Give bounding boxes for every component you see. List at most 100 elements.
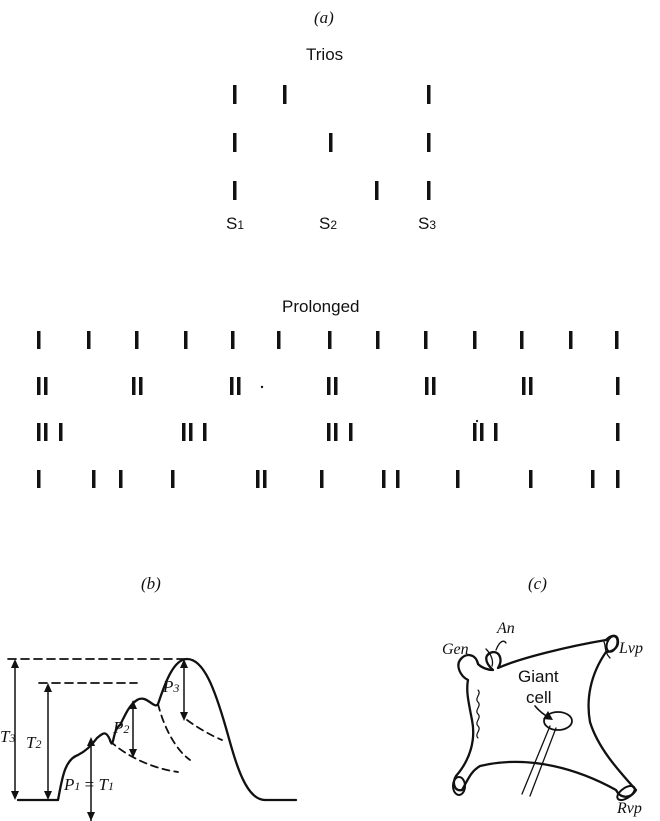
spike-mark: [494, 423, 498, 441]
spike-mark: [456, 470, 460, 488]
label-t3: T3: [0, 727, 16, 746]
spike-mark: [591, 470, 595, 488]
decay-curve-1: [109, 740, 179, 773]
spike-mark: [132, 377, 136, 395]
spike-mark: [520, 331, 524, 349]
spike-mark: [327, 377, 331, 395]
label-p3: P3: [163, 677, 180, 696]
spike-mark: [256, 470, 260, 488]
spike-mark: [375, 181, 379, 200]
spike-mark: [171, 470, 175, 488]
spike-mark: [425, 377, 429, 395]
spike-mark: [480, 423, 484, 441]
spike-mark: [119, 470, 123, 488]
spike-mark: [616, 423, 620, 441]
spike-mark: [230, 377, 234, 395]
spike-mark: [184, 331, 188, 349]
speck-mark: [475, 419, 479, 423]
decay-curve-3: [186, 719, 223, 741]
label-giant: Giant: [518, 667, 559, 686]
spike-mark: [334, 377, 338, 395]
spike-mark: [37, 470, 41, 488]
spike-mark: [569, 331, 573, 349]
spike-mark: [424, 331, 428, 349]
spike-mark: [376, 331, 380, 349]
panel-c-label: (c): [528, 574, 547, 593]
spike-mark: [328, 331, 332, 349]
left-stump: [452, 776, 466, 796]
gen-pointer: [485, 648, 494, 667]
spike-mark: [44, 423, 48, 441]
trios-title: Trios: [306, 45, 344, 64]
an-pointer: [495, 640, 507, 651]
electrode: [529, 727, 557, 797]
spike-mark: [92, 470, 96, 488]
spike-mark: [616, 470, 620, 488]
spike-mark: [87, 331, 91, 349]
spike-mark: [320, 470, 324, 488]
electrode: [521, 725, 551, 795]
spike-mark: [427, 85, 431, 104]
spike-mark: [203, 423, 207, 441]
label-rvp: Rvp: [617, 800, 642, 817]
spike-mark: [59, 423, 63, 441]
stimulus-label-s3: S3: [418, 214, 437, 233]
spike-mark: [237, 377, 241, 395]
spike-mark: [615, 331, 619, 349]
lvp-pointer: [603, 641, 611, 659]
spike-mark: [616, 377, 620, 395]
label-p1-eq-t1: P1 = T1: [64, 775, 114, 794]
stimulus-label-s1: S1: [226, 214, 245, 233]
spike-mark: [231, 331, 235, 349]
spike-mark: [349, 423, 353, 441]
spike-mark: [233, 85, 237, 104]
spike-mark: [135, 331, 139, 349]
prolonged-row-3: [37, 419, 620, 441]
spike-mark: [182, 423, 186, 441]
lvp-stump: [605, 635, 619, 653]
spike-mark: [473, 423, 477, 441]
prolonged-title: Prolonged: [282, 297, 360, 316]
spike-mark: [432, 377, 436, 395]
spike-mark: [329, 133, 333, 152]
prolonged-row-4: [37, 470, 620, 488]
spike-mark: [327, 423, 331, 441]
spike-mark: [522, 377, 526, 395]
spike-mark: [396, 470, 400, 488]
panel-b-label: (b): [141, 574, 161, 593]
spike-mark: [139, 377, 143, 395]
spike-mark: [473, 331, 477, 349]
label-t2: T2: [26, 733, 42, 752]
spike-mark: [44, 377, 48, 395]
wavy-nerve: [476, 689, 480, 739]
label-gen: Gen: [442, 641, 469, 658]
label-cell: cell: [526, 688, 552, 707]
label-lvp: Lvp: [619, 640, 643, 657]
label-p2: P2: [113, 718, 130, 737]
prolonged-row-2: [37, 377, 620, 395]
panel-a-label: (a): [314, 8, 334, 27]
speck-mark: [260, 385, 264, 389]
spike-mark: [233, 181, 237, 200]
spike-mark: [427, 133, 431, 152]
decay-curve-2: [157, 703, 191, 761]
spike-mark: [427, 181, 431, 200]
spike-mark: [37, 331, 41, 349]
spike-mark: [263, 470, 267, 488]
label-an: An: [497, 620, 515, 637]
spike-mark: [37, 423, 41, 441]
spike-mark: [37, 377, 41, 395]
spike-mark: [189, 423, 193, 441]
rvp-stump: [616, 784, 636, 802]
spike-mark: [233, 133, 237, 152]
stimulus-label-s2: S2: [319, 214, 338, 233]
spike-mark: [283, 85, 287, 104]
spike-mark: [382, 470, 386, 488]
prolonged-row-1: [37, 331, 619, 349]
spike-mark: [529, 470, 533, 488]
giant-cell: [543, 711, 573, 731]
